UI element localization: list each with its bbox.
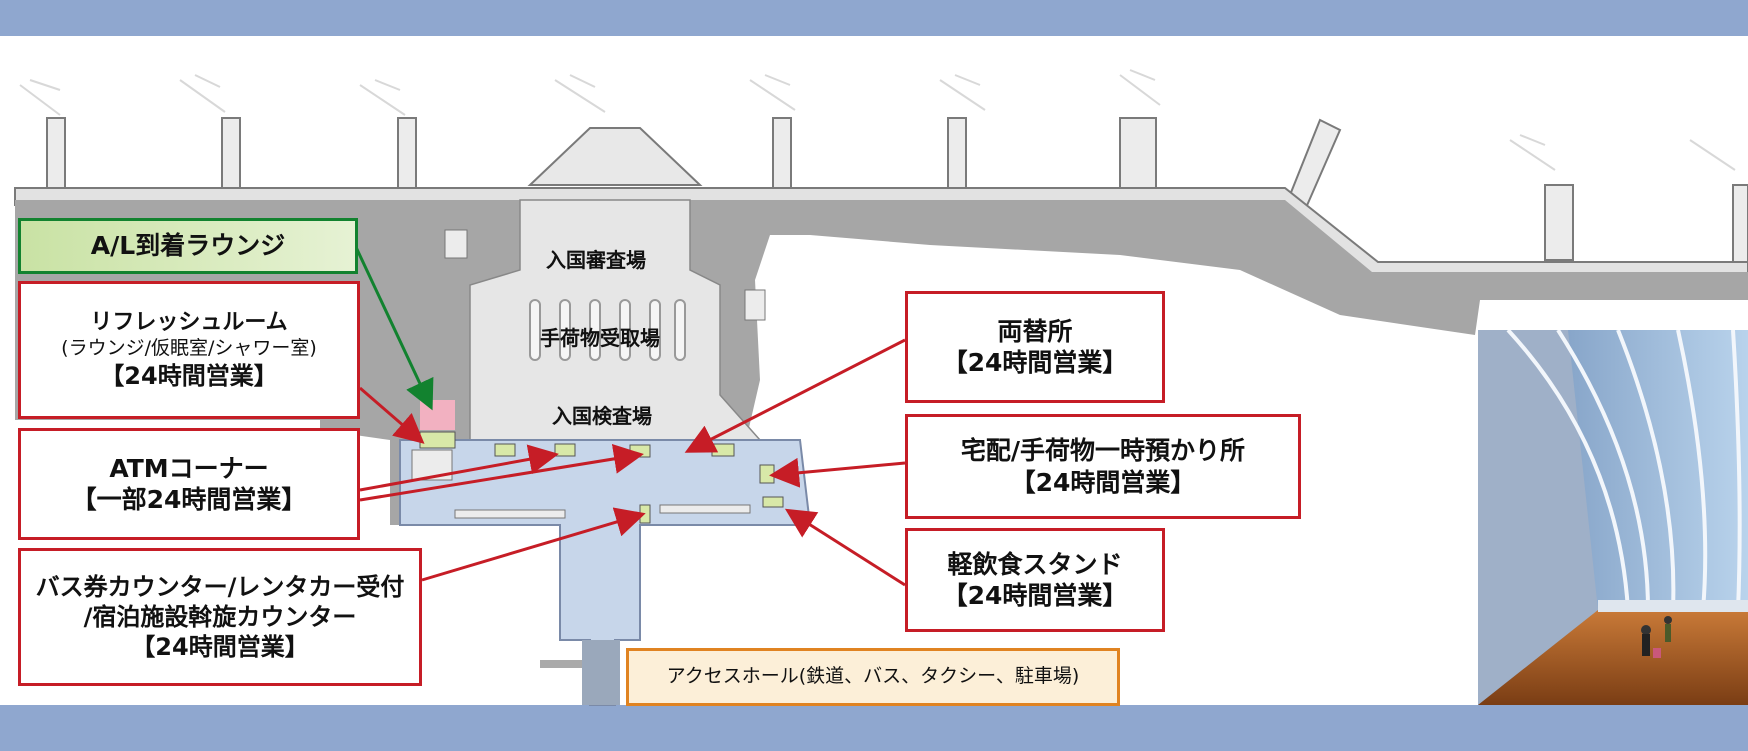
leader-arrows <box>353 244 906 587</box>
label-access-hall: アクセスホール(鉄道、バス、タクシー、駐車場) <box>626 648 1120 706</box>
aircraft-sketches <box>19 69 1736 171</box>
exchange-hours: 【24時間営業】 <box>942 348 1128 377</box>
label-currency-exchange: 両替所 【24時間営業】 <box>905 291 1165 403</box>
snack-title: 軽飲食スタンド <box>947 549 1123 579</box>
delivery-title: 宅配/手荷物一時預かり所 <box>960 436 1246 466</box>
arrow-al-lounge <box>353 244 434 411</box>
access-corridor <box>582 640 620 705</box>
refresh-detail: (ラウンジ/仮眠室/シャワー室) <box>61 336 317 359</box>
arrow-snack <box>784 508 906 587</box>
arrow-refresh <box>359 386 425 444</box>
refresh-title: リフレッシュルーム <box>90 310 288 336</box>
top-band <box>0 0 1748 36</box>
label-refresh-room: リフレッシュルーム (ラウンジ/仮眠室/シャワー室) 【24時間営業】 <box>18 281 360 419</box>
bus-hotel: /宿泊施設斡旋カウンター <box>83 603 357 631</box>
label-snack-stand: 軽飲食スタンド 【24時間営業】 <box>905 528 1165 632</box>
arrow-bus <box>421 507 646 582</box>
label-al-arrival-lounge: A/L到着ラウンジ <box>18 218 358 274</box>
bottom-band <box>0 705 1748 751</box>
immigration-label: 入国審査場 <box>546 248 646 272</box>
refresh-hours: 【24時間営業】 <box>100 361 278 390</box>
atm-hours: 【一部24時間営業】 <box>71 485 307 514</box>
bus-title: バス券カウンター/レンタカー受付 <box>35 573 405 601</box>
label-delivery-baggage-storage: 宅配/手荷物一時預かり所 【24時間営業】 <box>905 414 1301 519</box>
arrow-delivery <box>769 457 906 488</box>
customs-label: 入国検査場 <box>552 404 652 428</box>
access-hall-text: アクセスホール(鉄道、バス、タクシー、駐車場) <box>666 665 1080 688</box>
al-lounge-text: A/L到着ラウンジ <box>90 231 286 261</box>
baggage-claim-label: 手荷物受取場 <box>540 326 660 350</box>
arrow-atm-2 <box>359 444 644 502</box>
delivery-hours: 【24時間営業】 <box>1010 467 1196 497</box>
baggage-carousels <box>529 299 686 361</box>
central-wedge <box>527 127 703 186</box>
exchange-title: 両替所 <box>997 316 1073 346</box>
label-atm-corner: ATMコーナー 【一部24時間営業】 <box>18 428 360 540</box>
snack-hours: 【24時間営業】 <box>942 581 1128 610</box>
atm-title: ATMコーナー <box>109 453 269 483</box>
arrow-exchange <box>684 338 906 453</box>
walkway-photo <box>1478 330 1748 705</box>
bus-hours: 【24時間営業】 <box>131 633 309 661</box>
label-bus-ticket-counter: バス券カウンター/レンタカー受付 /宿泊施設斡旋カウンター 【24時間営業】 <box>18 548 422 686</box>
arrow-atm-1 <box>359 444 559 492</box>
